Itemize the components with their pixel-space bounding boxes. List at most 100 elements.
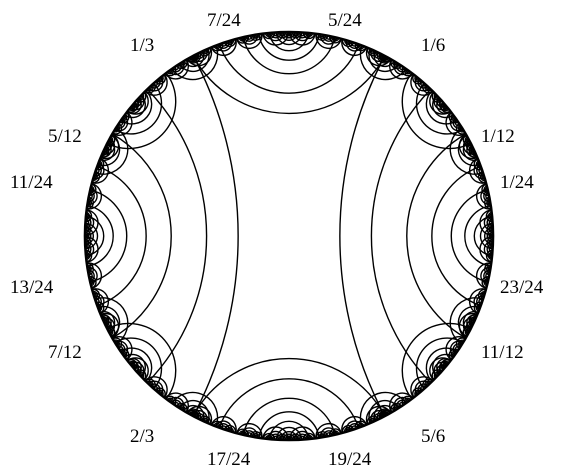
geodesic-nest-small-2-0 bbox=[171, 391, 219, 427]
geodesic-nest-tiny-27-0 bbox=[100, 312, 120, 339]
geodesic-nest-tiny-5-0 bbox=[429, 91, 451, 115]
label-1-24: 1/24 bbox=[500, 172, 534, 193]
geodesic-nest-micro-5250-0 bbox=[401, 66, 413, 77]
geodesic-nest-tiny-10-1 bbox=[319, 34, 338, 45]
geodesic-nest-micro-17625-0 bbox=[84, 222, 92, 236]
geodesic-nest-bottom-2 bbox=[258, 411, 320, 438]
geodesic-nest-micro-26250-0 bbox=[262, 432, 276, 440]
geodesic-nest-micro-2250-0 bbox=[468, 146, 478, 159]
geodesic-nest-micro-34125-0 bbox=[477, 288, 486, 302]
geodesic-nest-micro-11625-0 bbox=[187, 53, 200, 63]
geodesic-nest-micro-34500-0 bbox=[481, 276, 490, 289]
geodesic-nest-micro-21375-0 bbox=[119, 348, 130, 360]
geodesic-nest-small-0-0 bbox=[359, 45, 407, 81]
geodesic-nest-micro-31875-0 bbox=[440, 359, 451, 371]
geodesic-nest-tiny-8-0 bbox=[365, 47, 392, 67]
geodesic-nest-micro-19500-0 bbox=[92, 288, 100, 302]
geodesic-nest-micro-12375-0 bbox=[165, 66, 177, 77]
geodesic-nest-tiny-28-0 bbox=[112, 336, 133, 361]
label-1-6: 1/6 bbox=[421, 35, 445, 56]
geodesic-nest-tiny-3-0 bbox=[458, 133, 478, 160]
geodesic-nest-micro-27000-0 bbox=[289, 433, 303, 441]
geodesic-nest-tiny-31-0 bbox=[164, 392, 189, 413]
geodesic-nest-micro-23625-0 bbox=[175, 402, 188, 413]
geodesic-nest-tiny-39-0 bbox=[365, 405, 392, 425]
geodesic-nest-tiny-6-1 bbox=[414, 76, 431, 92]
geodesic-nest-top-1 bbox=[242, 37, 336, 75]
geodesic-nest-micro-16875-0 bbox=[86, 196, 94, 210]
geodesic-nest-micro-23250-0 bbox=[165, 395, 177, 406]
geodesic-nest-micro-25875-0 bbox=[249, 431, 263, 439]
geodesic-nest-micro-21750-0 bbox=[127, 359, 138, 371]
geodesic-nest-micro-22125-0 bbox=[135, 369, 147, 381]
geodesic-nest-micro-4500-0 bbox=[422, 82, 434, 94]
geodesic-nest-micro-28875-0 bbox=[354, 420, 367, 430]
geodesic-nest-tiny-38-0 bbox=[341, 416, 368, 434]
geodesic-nest-micro-19875-0 bbox=[95, 301, 105, 314]
geodesic-nest-micro-6750-0 bbox=[354, 42, 367, 52]
geodesic-nest-mid-2-0 bbox=[106, 322, 177, 400]
geodesic-nest-micro-22500-0 bbox=[144, 378, 156, 390]
geodesic-nest-micro-4125-0 bbox=[431, 91, 443, 103]
geodesic-nest-micro-10125-0 bbox=[236, 35, 250, 44]
label-7-12: 7/12 bbox=[48, 342, 82, 363]
geodesic-nest-micro-20625-0 bbox=[106, 325, 116, 338]
geodesic-nest-tiny-34-1 bbox=[240, 427, 259, 438]
geodesic-nest-small-3-0 bbox=[359, 391, 407, 427]
geodesic-nest-right-2 bbox=[431, 165, 481, 307]
geodesic-nest-micro-24375-0 bbox=[199, 415, 212, 425]
geodesic-nest-micro-25500-0 bbox=[236, 428, 249, 437]
geodesic-nest-micro-29625-0 bbox=[378, 409, 391, 419]
geodesic-nest-left-0 bbox=[146, 88, 208, 384]
geodesic-nest-micro-34875-0 bbox=[484, 262, 492, 276]
geodesic-nest-right-0 bbox=[370, 88, 432, 384]
geodesic-nest-micro-2625-0 bbox=[462, 134, 472, 147]
geodesic-nest-micro-31125-0 bbox=[422, 378, 434, 390]
geodesic-nest-tiny-42-1 bbox=[433, 361, 449, 378]
geodesic-nest-tiny-0-0 bbox=[479, 209, 494, 237]
geodesic-nest-micro-27375-0 bbox=[302, 432, 316, 440]
geodesic-nest-tiny-36-0 bbox=[288, 426, 316, 441]
geodesic-nest-tiny-14-0 bbox=[210, 38, 237, 56]
geodesic-nest-micro-6375-0 bbox=[366, 47, 379, 57]
label-1-12: 1/12 bbox=[481, 126, 515, 147]
geodesic-nest-bottom-0 bbox=[218, 378, 360, 428]
geodesic-nest-micro-7500-0 bbox=[329, 35, 342, 44]
geodesic-nest-tiny-1-0 bbox=[475, 183, 492, 210]
geodesic-nest-micro-25125-0 bbox=[223, 424, 237, 433]
geodesic-nest-tiny-24-0 bbox=[84, 235, 99, 263]
geodesic-nest-micro-7875-0 bbox=[315, 33, 329, 41]
geodesic-nest-tiny-23-0 bbox=[84, 209, 99, 237]
geodesic-main-bottom bbox=[192, 357, 386, 417]
geodesic-nest-micro-24750-0 bbox=[211, 420, 224, 430]
geodesic-nest-tiny-19-0 bbox=[112, 111, 133, 136]
geodesic-nest-tiny-20-0 bbox=[100, 133, 120, 160]
geodesic-nest-micro-8625-0 bbox=[289, 31, 303, 39]
geodesic-nest-micro-12750-0 bbox=[154, 74, 166, 85]
geodesic-nest-micro-14625-0 bbox=[112, 122, 123, 135]
geodesic-main-top bbox=[192, 55, 386, 115]
geodesic-nest-small-1-0 bbox=[171, 45, 219, 81]
geodesic-nest-tiny-46-0 bbox=[475, 262, 492, 289]
geodesic-nest-micro-18750-0 bbox=[86, 262, 94, 276]
geodesic-nest-micro-32250-0 bbox=[448, 348, 459, 360]
boundary-labels: 7/24 5/24 1/3 1/6 5/12 1/12 11/24 1/24 1… bbox=[10, 10, 544, 470]
geodesic-nest-tiny-15-1 bbox=[190, 49, 208, 63]
label-11-12: 11/12 bbox=[481, 342, 524, 363]
geodesic-nest-tiny-21-0 bbox=[91, 157, 109, 184]
geodesic-nest-micro-26625-0 bbox=[275, 433, 289, 441]
label-17-24: 17/24 bbox=[207, 449, 251, 470]
geodesic-nest-micro-5625-0 bbox=[390, 59, 403, 70]
geodesic-nest-micro-30375-0 bbox=[401, 395, 413, 406]
geodesic-nest-micro-28125-0 bbox=[328, 428, 342, 437]
geodesic-nest-micro-18375-0 bbox=[85, 249, 93, 263]
geodesic-nest-micro-35625-0 bbox=[486, 236, 494, 250]
geodesic-nest-micro-33375-0 bbox=[468, 313, 478, 326]
geodesic-nest-tiny-45-0 bbox=[469, 288, 487, 315]
geodesic-nest-micro-22875-0 bbox=[154, 387, 166, 398]
geodesic-nest-micro-16500-0 bbox=[88, 183, 97, 196]
geodesic-nest-micro-13125-0 bbox=[144, 82, 156, 94]
geodesic-nest-left-2 bbox=[97, 165, 147, 307]
geodesic-nest-micro-1875-0 bbox=[473, 158, 483, 171]
geodesic-nest-tiny-2-0 bbox=[469, 157, 487, 184]
